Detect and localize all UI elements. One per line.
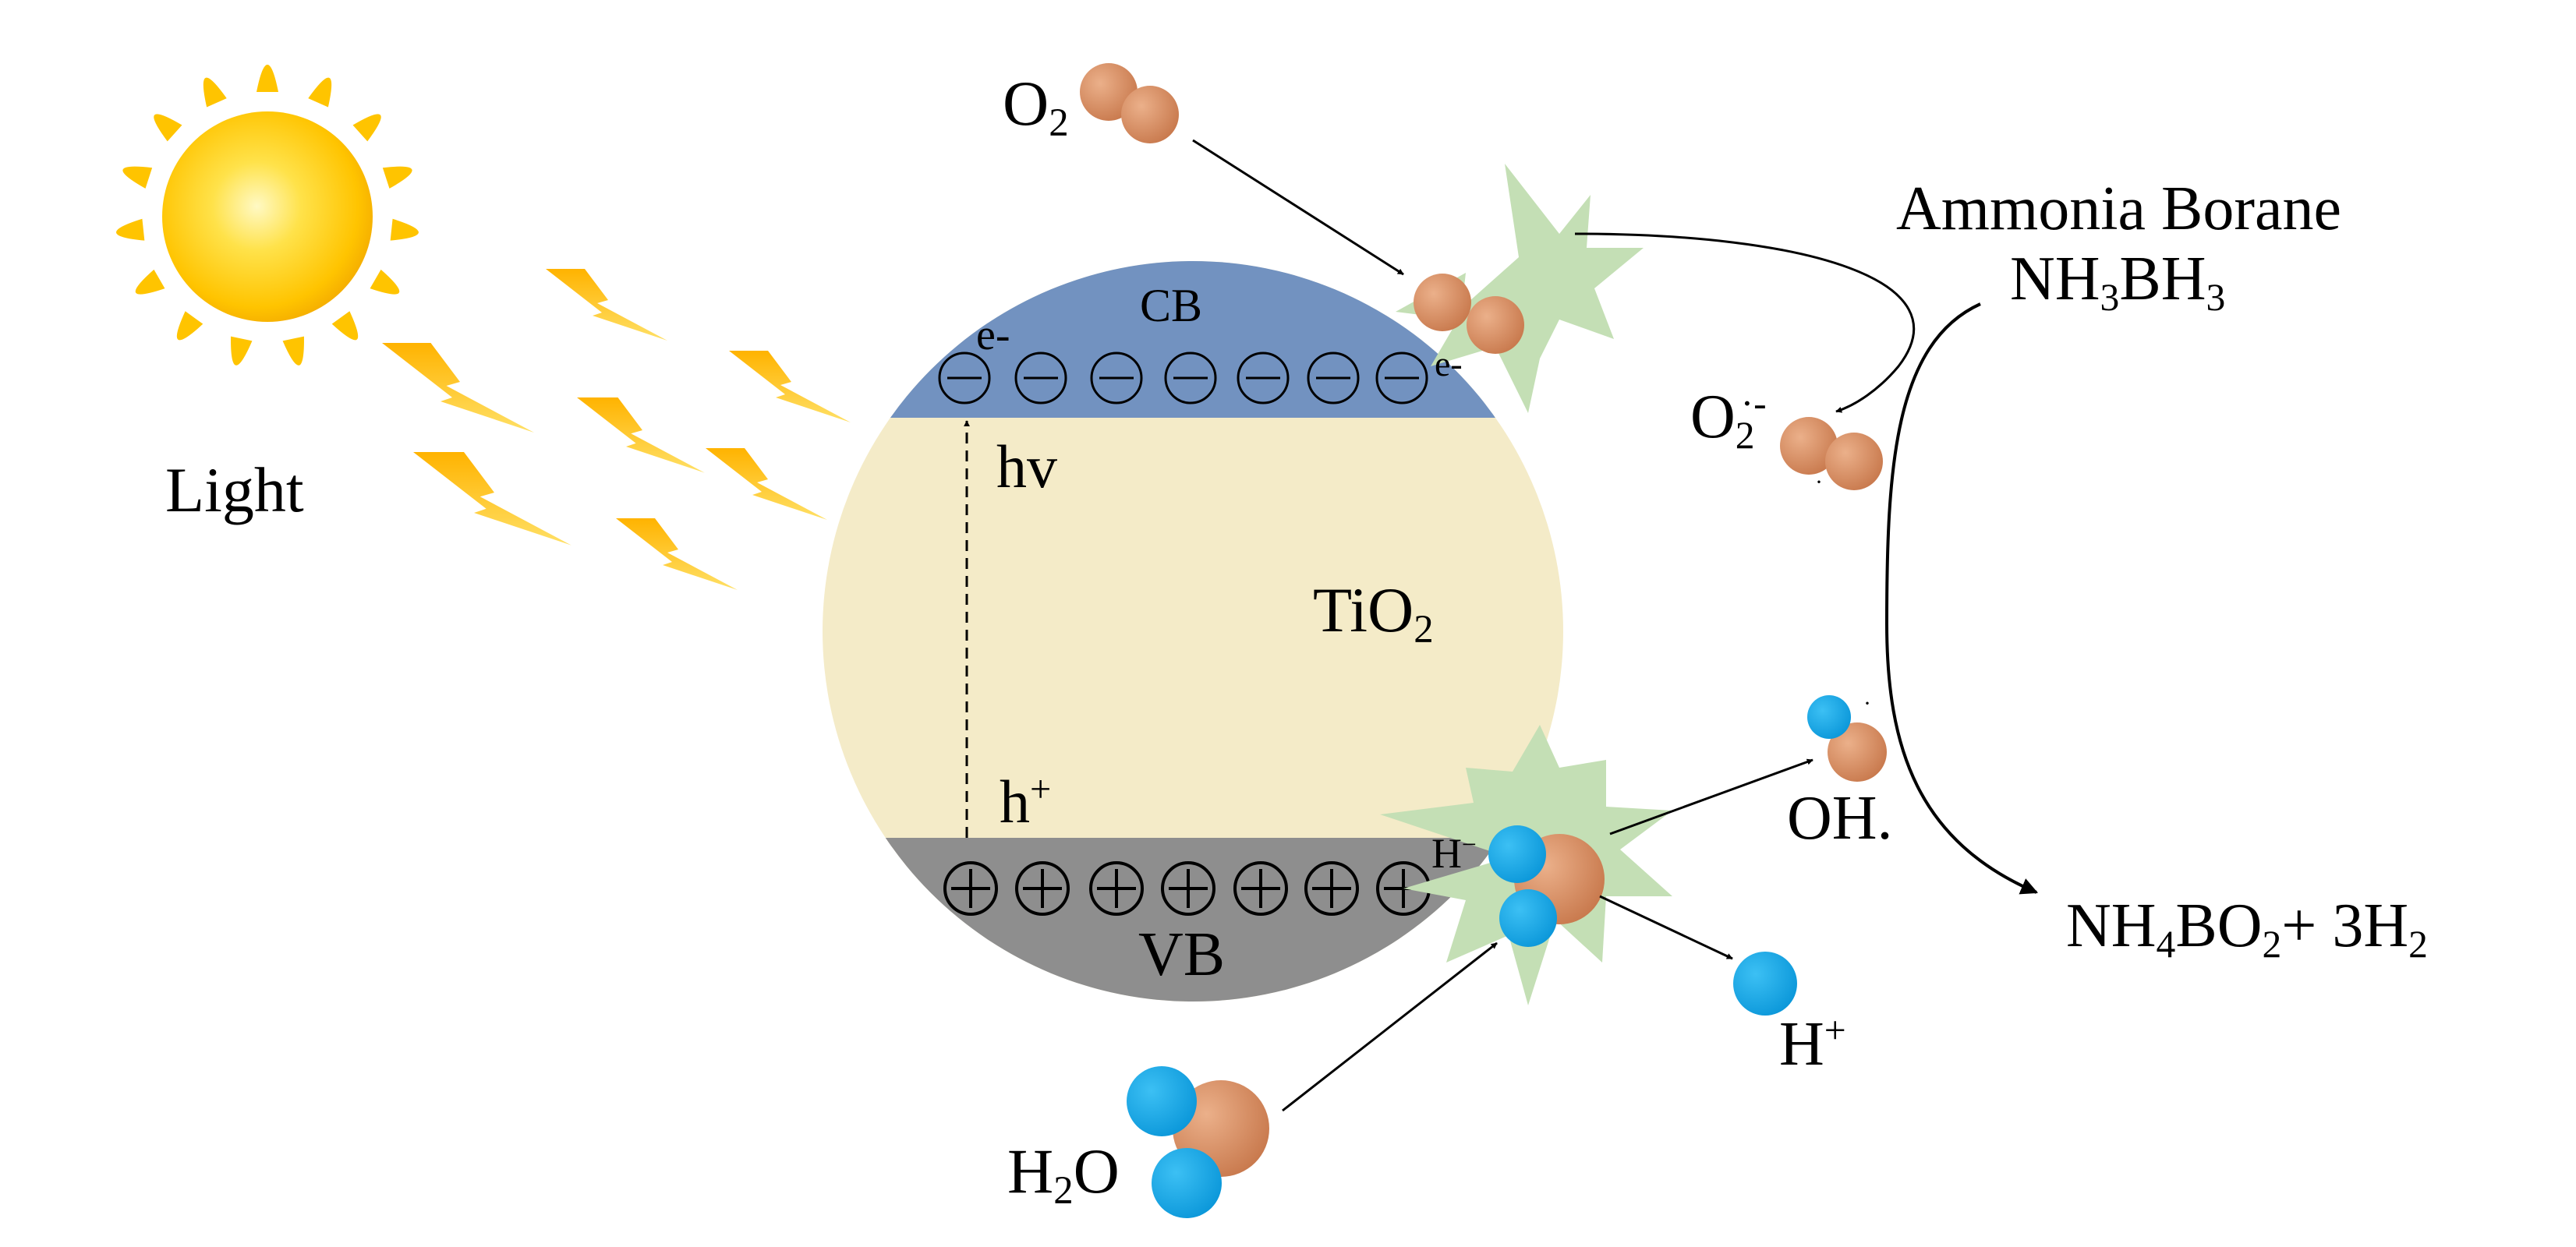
hydroxyl-radical-label: OH.	[1787, 784, 1893, 853]
proton-icon	[1733, 952, 1797, 1016]
water-molecule-icon	[1488, 825, 1605, 947]
hv-label: hv	[996, 433, 1057, 500]
o2-label: O2	[1003, 68, 1069, 145]
ammonia-borane-label: Ammonia Borane	[1896, 175, 2341, 243]
superoxide-molecule-icon: ·	[1780, 417, 1883, 495]
hole-icon	[943, 861, 1431, 916]
tio2-label: TiO2	[1313, 574, 1434, 652]
superoxide-label: O2·-	[1690, 381, 1767, 457]
hole-label: h+	[1000, 768, 1052, 835]
svg-text:·: ·	[1863, 691, 1871, 716]
products-formula: NH4BO2+ 3H2	[2066, 892, 2428, 966]
nh3bh3-formula: NH3BH3	[2010, 245, 2226, 319]
hydroxyl-radical-icon: ·	[1807, 691, 1887, 782]
reaction-arrows	[1192, 139, 2039, 1112]
electron-label: e-	[1435, 344, 1463, 383]
h2o-label: H2O	[1007, 1136, 1120, 1213]
vb-label: VB	[1138, 920, 1226, 989]
cb-label: CB	[1140, 280, 1203, 331]
proton-label: H+	[1779, 1009, 1846, 1079]
lightning-bolt-icon	[382, 269, 851, 590]
light-label: Light	[165, 454, 304, 525]
electron-label: e-	[976, 311, 1010, 359]
h-minus-label: H−	[1431, 830, 1477, 877]
electron-icon	[938, 351, 1428, 404]
sun-icon	[116, 65, 419, 366]
svg-text:·: ·	[1815, 469, 1823, 495]
oxygen-molecule-icon	[1080, 63, 1179, 143]
oxygen-molecule-icon	[1414, 274, 1524, 354]
water-molecule-icon	[1127, 1066, 1269, 1218]
